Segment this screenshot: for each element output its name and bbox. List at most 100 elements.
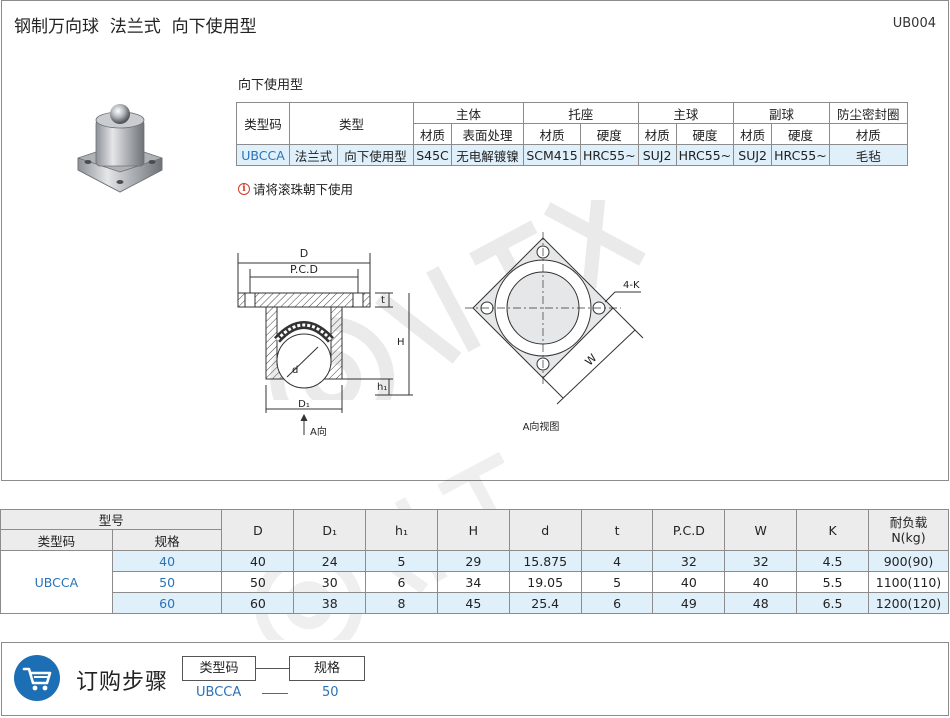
spec-sub-material: SUJ2 bbox=[733, 144, 773, 166]
cell-h1: 6 bbox=[365, 571, 438, 593]
cell-H: 29 bbox=[436, 550, 510, 572]
spec-seat-material: SCM415 bbox=[523, 144, 581, 166]
cell-H: 34 bbox=[436, 571, 510, 593]
label-h1: h₁ bbox=[377, 382, 387, 393]
cell-D: 40 bbox=[221, 550, 295, 572]
col-type-code: 类型码 bbox=[236, 102, 290, 145]
label-4k: 4-K bbox=[623, 280, 640, 291]
order-steps-title: 订购步骤 bbox=[76, 670, 169, 695]
order-value-spec: 50 bbox=[322, 685, 339, 700]
cell-t: 4 bbox=[580, 550, 654, 572]
shopping-cart-icon bbox=[22, 667, 52, 691]
cell-h1: 8 bbox=[365, 592, 438, 614]
page-title: 钢制万向球 法兰式 向下使用型 bbox=[14, 17, 257, 37]
label-H: H bbox=[397, 337, 405, 348]
cell-load: 1200(120) bbox=[867, 592, 950, 614]
spec-type-b: 向下使用型 bbox=[336, 144, 415, 166]
col-D: D bbox=[221, 509, 295, 551]
order-value-dash bbox=[262, 693, 288, 694]
sub-material: 材质 bbox=[637, 123, 677, 145]
spec-main-hardness: HRC55~ bbox=[675, 144, 735, 166]
cell-W: 40 bbox=[724, 571, 798, 593]
sub-material: 材质 bbox=[733, 123, 773, 145]
cell-PCD: 49 bbox=[652, 592, 726, 614]
cell-PCD: 32 bbox=[652, 550, 726, 572]
cell-d: 25.4 bbox=[508, 592, 582, 614]
cell-load: 1100(110) bbox=[867, 571, 950, 593]
a-view-drawing: 4-K W A向视图 bbox=[465, 232, 644, 433]
col-PCD: P.C.D bbox=[652, 509, 726, 551]
cell-t: 6 bbox=[580, 592, 654, 614]
label-PCD: P.C.D bbox=[290, 263, 318, 276]
col-W: W bbox=[724, 509, 798, 551]
label-D1: D₁ bbox=[298, 399, 310, 410]
sub-material: 材质 bbox=[523, 123, 581, 145]
label-D: D bbox=[300, 247, 308, 260]
cell-W: 48 bbox=[724, 592, 798, 614]
sub-hardness: 硬度 bbox=[675, 123, 735, 145]
dimension-table: 型号 D D₁ h₁ H d t P.C.D W K 耐负载 N(kg) 类型码… bbox=[0, 509, 950, 614]
product-code: UB004 bbox=[892, 16, 936, 31]
cell-load: 900(90) bbox=[867, 550, 950, 572]
spec-type-a: 法兰式 bbox=[289, 144, 338, 166]
section-label: 向下使用型 bbox=[238, 78, 304, 93]
spec-value: 40 bbox=[111, 550, 223, 572]
sub-material: 材质 bbox=[828, 123, 908, 145]
group-main-ball: 主球 bbox=[637, 102, 735, 124]
load-label-1: 耐负载 bbox=[889, 515, 928, 530]
spec-body-surface: 无电解镀镍 bbox=[451, 144, 524, 166]
cell-H: 45 bbox=[436, 592, 510, 614]
spec-main-material: SUJ2 bbox=[637, 144, 677, 166]
col-t: t bbox=[580, 509, 654, 551]
sub-material: 材质 bbox=[413, 123, 452, 145]
sub-surface: 表面处理 bbox=[451, 123, 524, 145]
order-box-type-code: 类型码 bbox=[182, 656, 256, 681]
spec-sub-hardness: HRC55~ bbox=[771, 144, 830, 166]
group-seat: 托座 bbox=[523, 102, 639, 124]
label-a-view: A向视图 bbox=[523, 420, 560, 433]
spec-header: 规格 bbox=[111, 529, 223, 551]
info-icon: i bbox=[238, 182, 250, 195]
spec-seal-material: 毛毡 bbox=[828, 144, 908, 166]
col-H: H bbox=[436, 509, 510, 551]
col-D1: D₁ bbox=[293, 509, 367, 551]
cell-PCD: 40 bbox=[652, 571, 726, 593]
cell-D: 50 bbox=[221, 571, 295, 593]
sub-hardness: 硬度 bbox=[580, 123, 639, 145]
cell-K: 4.5 bbox=[796, 550, 869, 572]
cell-K: 6.5 bbox=[796, 592, 869, 614]
cart-icon-badge bbox=[14, 655, 60, 701]
label-a-direction: A向 bbox=[310, 425, 327, 438]
load-label-2: N(kg) bbox=[891, 530, 926, 545]
order-steps-panel bbox=[1, 642, 949, 716]
section-drawing: D P.C.D t H h₁ D₁ d A向 bbox=[237, 247, 413, 438]
col-d: d bbox=[508, 509, 582, 551]
cell-D1: 38 bbox=[293, 592, 367, 614]
cell-t: 5 bbox=[580, 571, 654, 593]
spec-value: 50 bbox=[111, 571, 223, 593]
cell-D1: 24 bbox=[293, 550, 367, 572]
spec-body-material: S45C bbox=[413, 144, 452, 166]
type-code-header: 类型码 bbox=[0, 529, 113, 551]
sub-hardness: 硬度 bbox=[771, 123, 830, 145]
label-t: t bbox=[381, 295, 385, 306]
cell-d: 15.875 bbox=[508, 550, 582, 572]
usage-note-text: 请将滚珠朝下使用 bbox=[253, 182, 354, 197]
order-value-type-code: UBCCA bbox=[196, 685, 242, 700]
material-spec-table: 类型码 类型 主体 托座 主球 副球 防尘密封圈 材质 表面处理 材质 硬度 材… bbox=[236, 102, 908, 166]
cell-d: 19.05 bbox=[508, 571, 582, 593]
usage-note: i 请将滚珠朝下使用 bbox=[238, 179, 353, 198]
cell-D1: 30 bbox=[293, 571, 367, 593]
order-connector bbox=[256, 668, 289, 669]
group-seal: 防尘密封圈 bbox=[828, 102, 908, 124]
cell-h1: 5 bbox=[365, 550, 438, 572]
cell-W: 32 bbox=[724, 550, 798, 572]
spec-value: 60 bbox=[111, 592, 223, 614]
cell-D: 60 bbox=[221, 592, 295, 614]
col-K: K bbox=[796, 509, 869, 551]
col-load: 耐负载 N(kg) bbox=[867, 509, 950, 551]
product-panel bbox=[1, 0, 949, 481]
cell-K: 5.5 bbox=[796, 571, 869, 593]
product-photo bbox=[77, 104, 163, 193]
model-header: 型号 bbox=[0, 509, 223, 530]
